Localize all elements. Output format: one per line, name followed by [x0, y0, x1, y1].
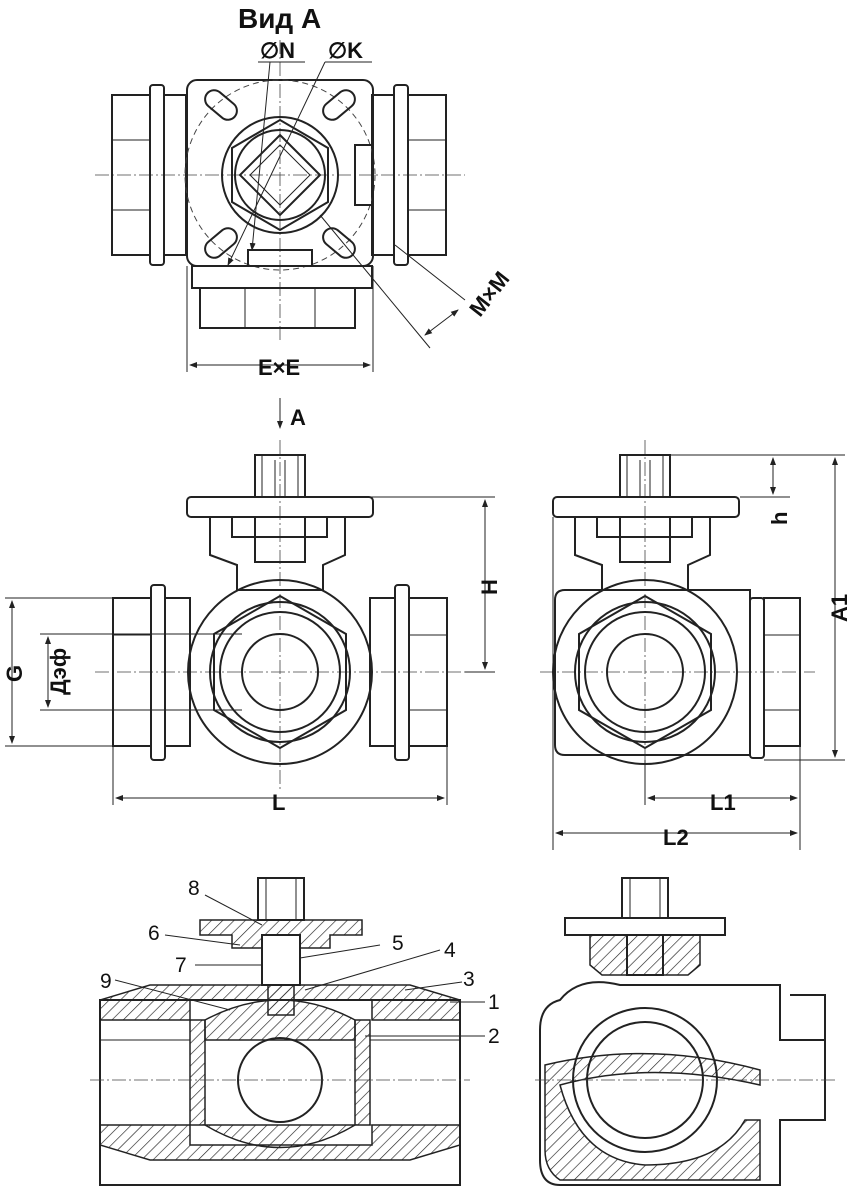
dn-dim-label: Дэф — [46, 648, 71, 695]
callout-9: 9 — [100, 970, 112, 993]
dia-n-label: ∅N — [260, 38, 295, 63]
l-dim-label: L — [272, 790, 285, 815]
callout-6: 6 — [148, 922, 160, 945]
l2-dim-label: L2 — [663, 825, 689, 850]
section-side-view — [535, 877, 835, 1186]
callout-8: 8 — [188, 877, 200, 900]
side-view: h A1 L1 L2 — [540, 440, 847, 850]
front-view: A H G Дэф — [2, 398, 502, 815]
section-view: 1 2 3 4 5 6 7 8 9 — [90, 877, 500, 1186]
a1-dim-label: A1 — [827, 594, 847, 622]
l1-dim-label: L1 — [710, 790, 736, 815]
view-a-title: Вид А — [238, 3, 321, 34]
view-arrow-label: A — [290, 405, 306, 430]
callout-3: 3 — [463, 968, 475, 991]
mxm-label: M×M — [464, 267, 514, 321]
callout-2: 2 — [488, 1025, 500, 1048]
callout-4: 4 — [444, 939, 456, 962]
small-h-label: h — [767, 512, 792, 525]
exe-label: E×E — [258, 355, 300, 380]
view-a: Вид А ∅N — [95, 3, 514, 380]
h-dim-label: H — [477, 579, 502, 595]
callout-7: 7 — [175, 954, 187, 977]
callout-1: 1 — [488, 991, 500, 1014]
g-dim-label: G — [2, 665, 27, 682]
dia-k-label: ∅K — [328, 38, 363, 63]
callout-5: 5 — [392, 932, 404, 955]
